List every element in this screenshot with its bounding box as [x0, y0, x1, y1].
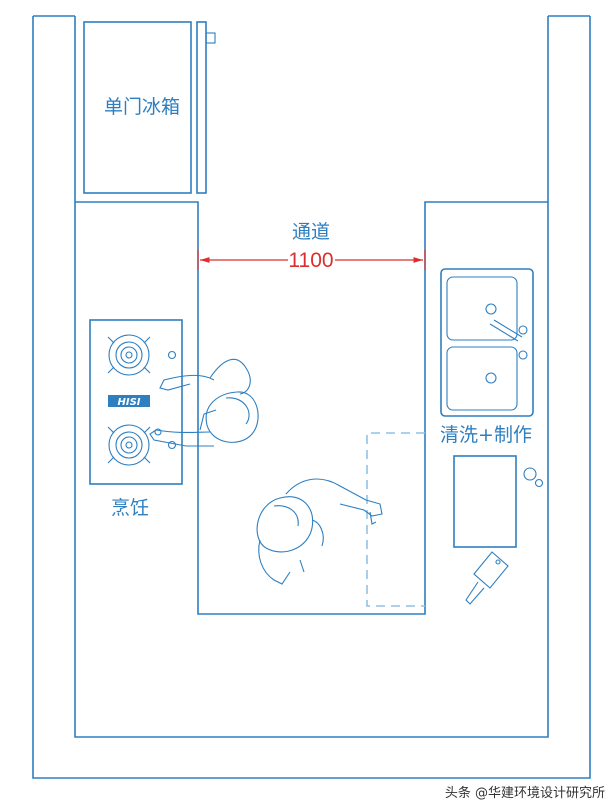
watermark: 头条 @华建环境设计研究所 — [444, 786, 605, 801]
work-zone-dashed — [366, 432, 425, 607]
aisle-width-value: 1100 — [288, 249, 333, 272]
aisle-dimension-line — [197, 250, 426, 270]
outer-walls — [32, 15, 591, 779]
washing-label: 清洗+制作 — [440, 424, 532, 446]
cleaver-icon — [465, 551, 509, 605]
fridge — [83, 21, 216, 194]
stove-brand-logo: HISI — [108, 395, 150, 408]
burner-top — [107, 334, 151, 376]
aisle-label: 通道 — [292, 221, 330, 243]
gas-cooktop — [89, 319, 183, 485]
person-cooking-figure — [149, 358, 259, 447]
cooking-label: 烹饪 — [111, 497, 149, 519]
svg-text:HISI: HISI — [117, 397, 140, 408]
fridge-label: 单门冰箱 — [104, 96, 180, 118]
left-counter — [75, 201, 548, 615]
person-walking-figure — [256, 478, 383, 585]
burner-bottom — [107, 424, 151, 466]
cutting-board — [453, 455, 544, 548]
double-sink — [440, 268, 534, 417]
